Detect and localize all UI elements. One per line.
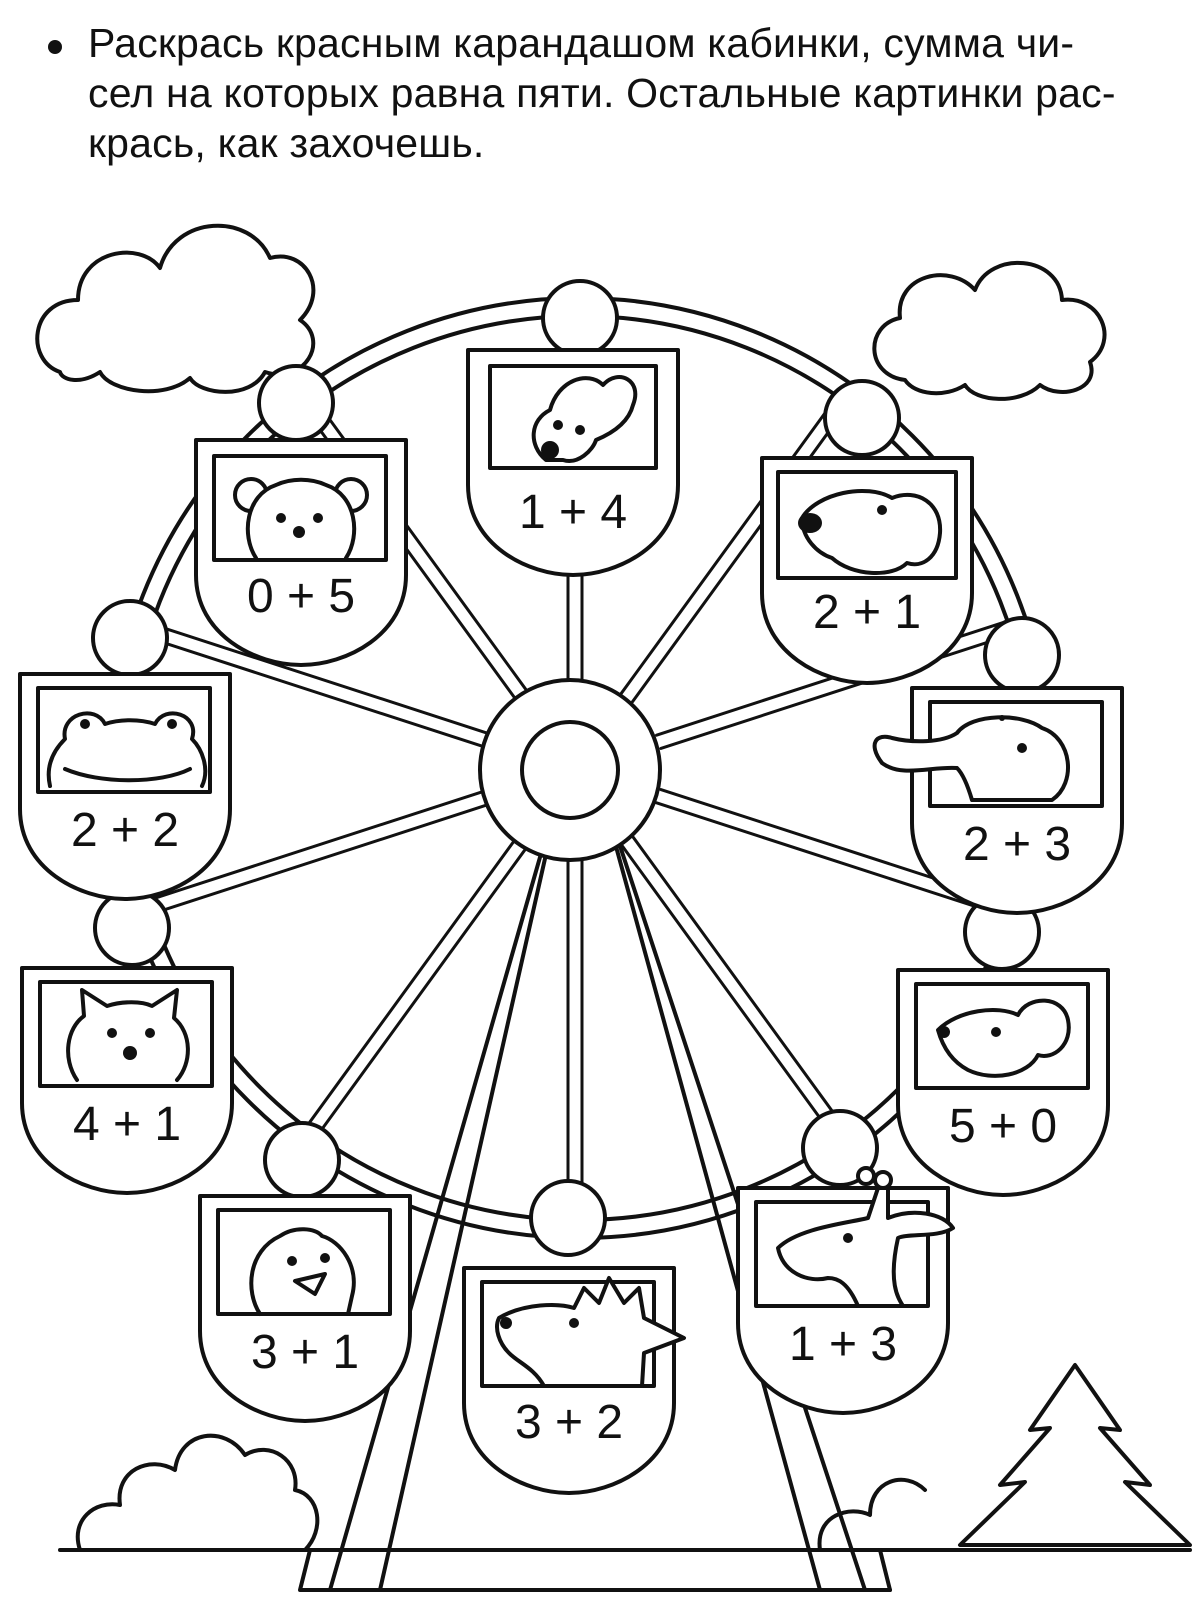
cabin-label: 3 + 2 (515, 1396, 623, 1449)
spoke-line (302, 834, 520, 1133)
cabin-2-plus-3: 2 + 3 (872, 686, 1124, 915)
cabin-label: 3 + 1 (251, 1326, 359, 1379)
chick-icon (249, 1227, 356, 1316)
cabin-label: 0 + 5 (247, 570, 355, 623)
cabin-label: 2 + 3 (963, 818, 1071, 871)
cabin-label: 1 + 3 (789, 1318, 897, 1371)
bullet-icon (48, 40, 62, 54)
cabin-4-plus-1: 4 + 1 (20, 966, 234, 1195)
instruction-line-2: сел на которых равна пяти. Остальные кар… (88, 70, 1116, 116)
spoke-line (619, 397, 837, 696)
bush-right-icon (817, 1477, 927, 1552)
cabin-3-plus-2: 3 + 2 (462, 1266, 686, 1495)
elephant-icon (872, 715, 1070, 802)
rabbit-icon (531, 375, 638, 463)
spoke-line (619, 842, 837, 1141)
spoke-line (313, 842, 531, 1141)
bear-icon (233, 477, 369, 560)
spoke-line (141, 788, 491, 904)
bush-left-icon (75, 1433, 320, 1552)
cabin-label: 4 + 1 (73, 1098, 181, 1151)
cloud-left-icon (35, 223, 316, 394)
spoke-line (655, 801, 1005, 917)
dog-icon (798, 489, 943, 575)
giraffe-icon (776, 1166, 955, 1308)
tree-right-icon (958, 1363, 1192, 1547)
wheel-hub-inner (520, 720, 620, 820)
cabin-0-plus-5: 0 + 5 (194, 438, 408, 667)
cabin-label: 5 + 0 (949, 1100, 1057, 1153)
cabin-label: 1 + 4 (519, 486, 627, 539)
cabin-5-plus-0: 5 + 0 (896, 968, 1110, 1197)
cabin-2-plus-2: 2 + 2 (18, 672, 232, 901)
spoke-line (630, 834, 848, 1133)
cabin-3-plus-1: 3 + 1 (198, 1194, 412, 1423)
spoke-line (145, 801, 495, 917)
spoke-line (141, 634, 491, 750)
cabin-label: 2 + 2 (71, 804, 179, 857)
cabin-knobs (91, 279, 1061, 1257)
spoke-line (145, 621, 495, 737)
frog-icon (46, 711, 208, 788)
cabin-2-plus-1: 2 + 1 (760, 456, 974, 685)
instruction-line-3: крась, как захочешь. (88, 120, 485, 166)
hedgehog-icon (495, 1276, 686, 1388)
cabin-1-plus-4: 1 + 4 (466, 348, 680, 577)
cabin-1-plus-3: 1 + 3 (736, 1166, 955, 1415)
mouse-icon (936, 998, 1071, 1078)
wheel-stand (298, 768, 892, 1592)
cat-icon (66, 988, 190, 1082)
cloud-right-icon (872, 260, 1107, 401)
spoke-line (659, 634, 1009, 750)
cabin-label: 2 + 1 (813, 586, 921, 639)
instruction-line-1: Раскрась красным карандашом кабинки, сум… (88, 20, 1075, 66)
